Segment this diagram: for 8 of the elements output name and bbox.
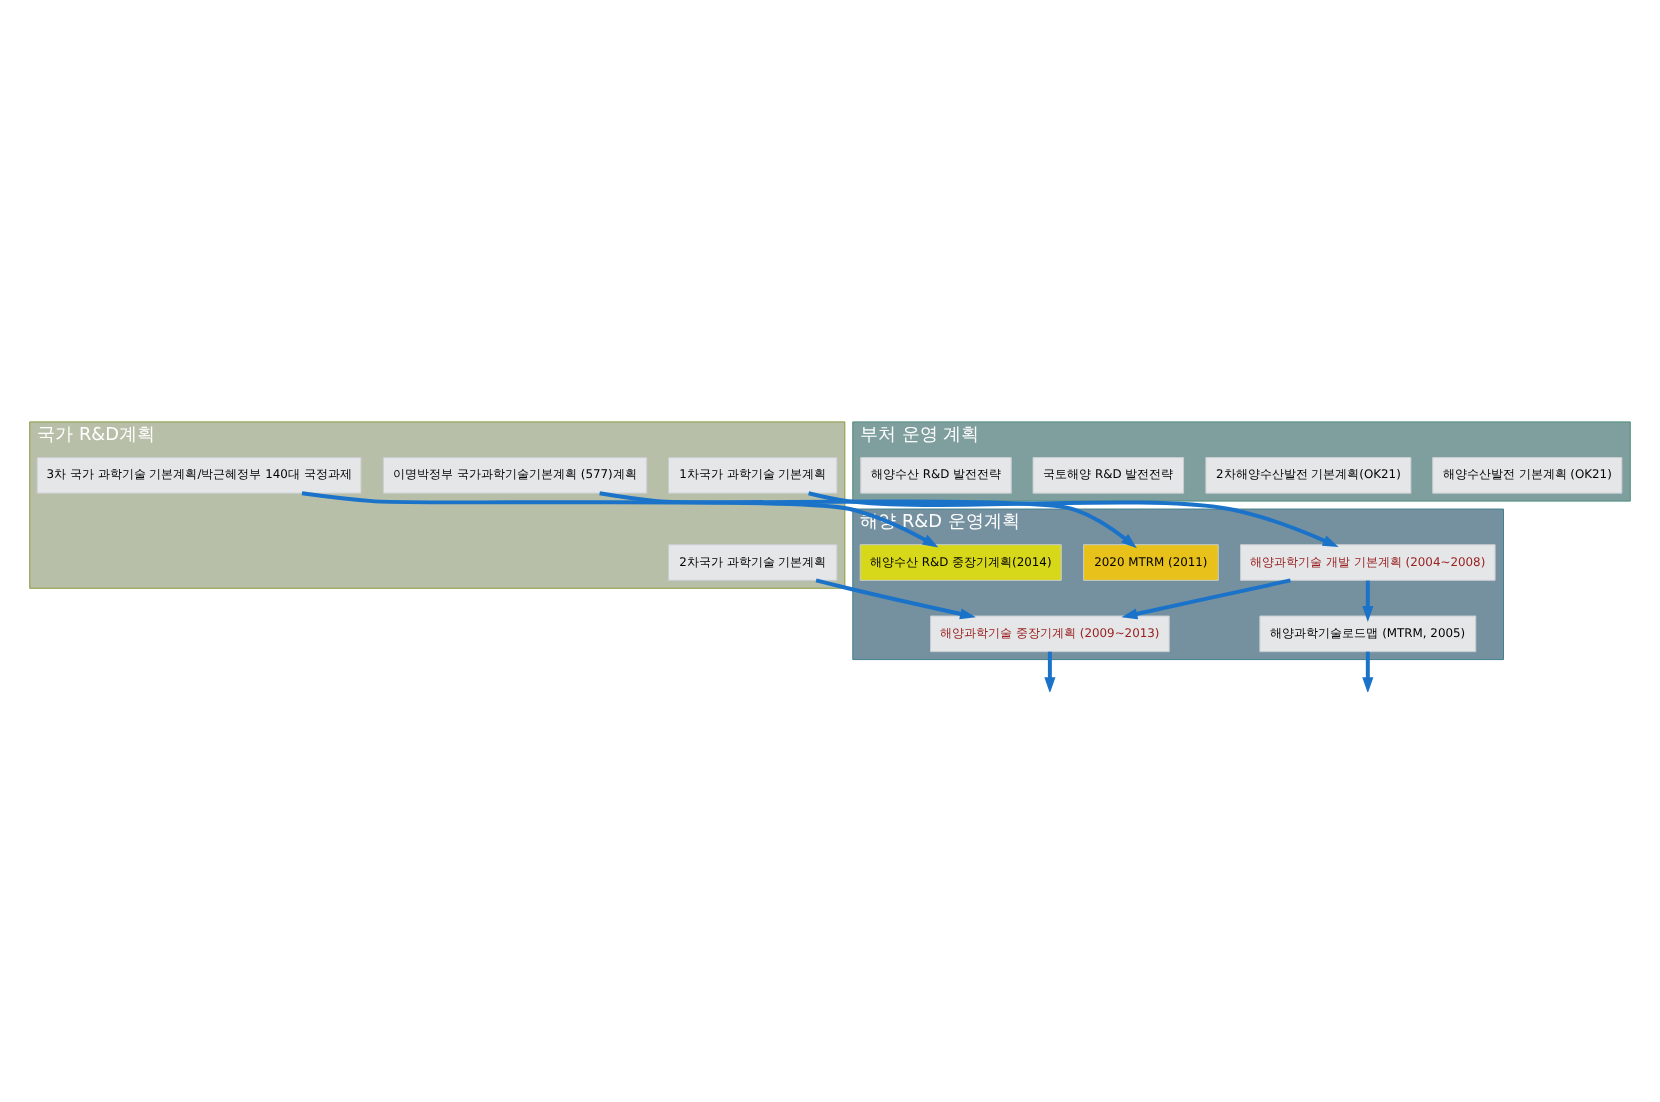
arrow <box>1044 651 1056 692</box>
arrow <box>1362 580 1374 622</box>
arrow <box>808 491 1339 548</box>
arrow <box>815 578 976 620</box>
arrow <box>1362 651 1374 692</box>
arrow <box>599 491 1137 549</box>
arrow <box>1121 578 1291 620</box>
arrow <box>301 491 939 548</box>
